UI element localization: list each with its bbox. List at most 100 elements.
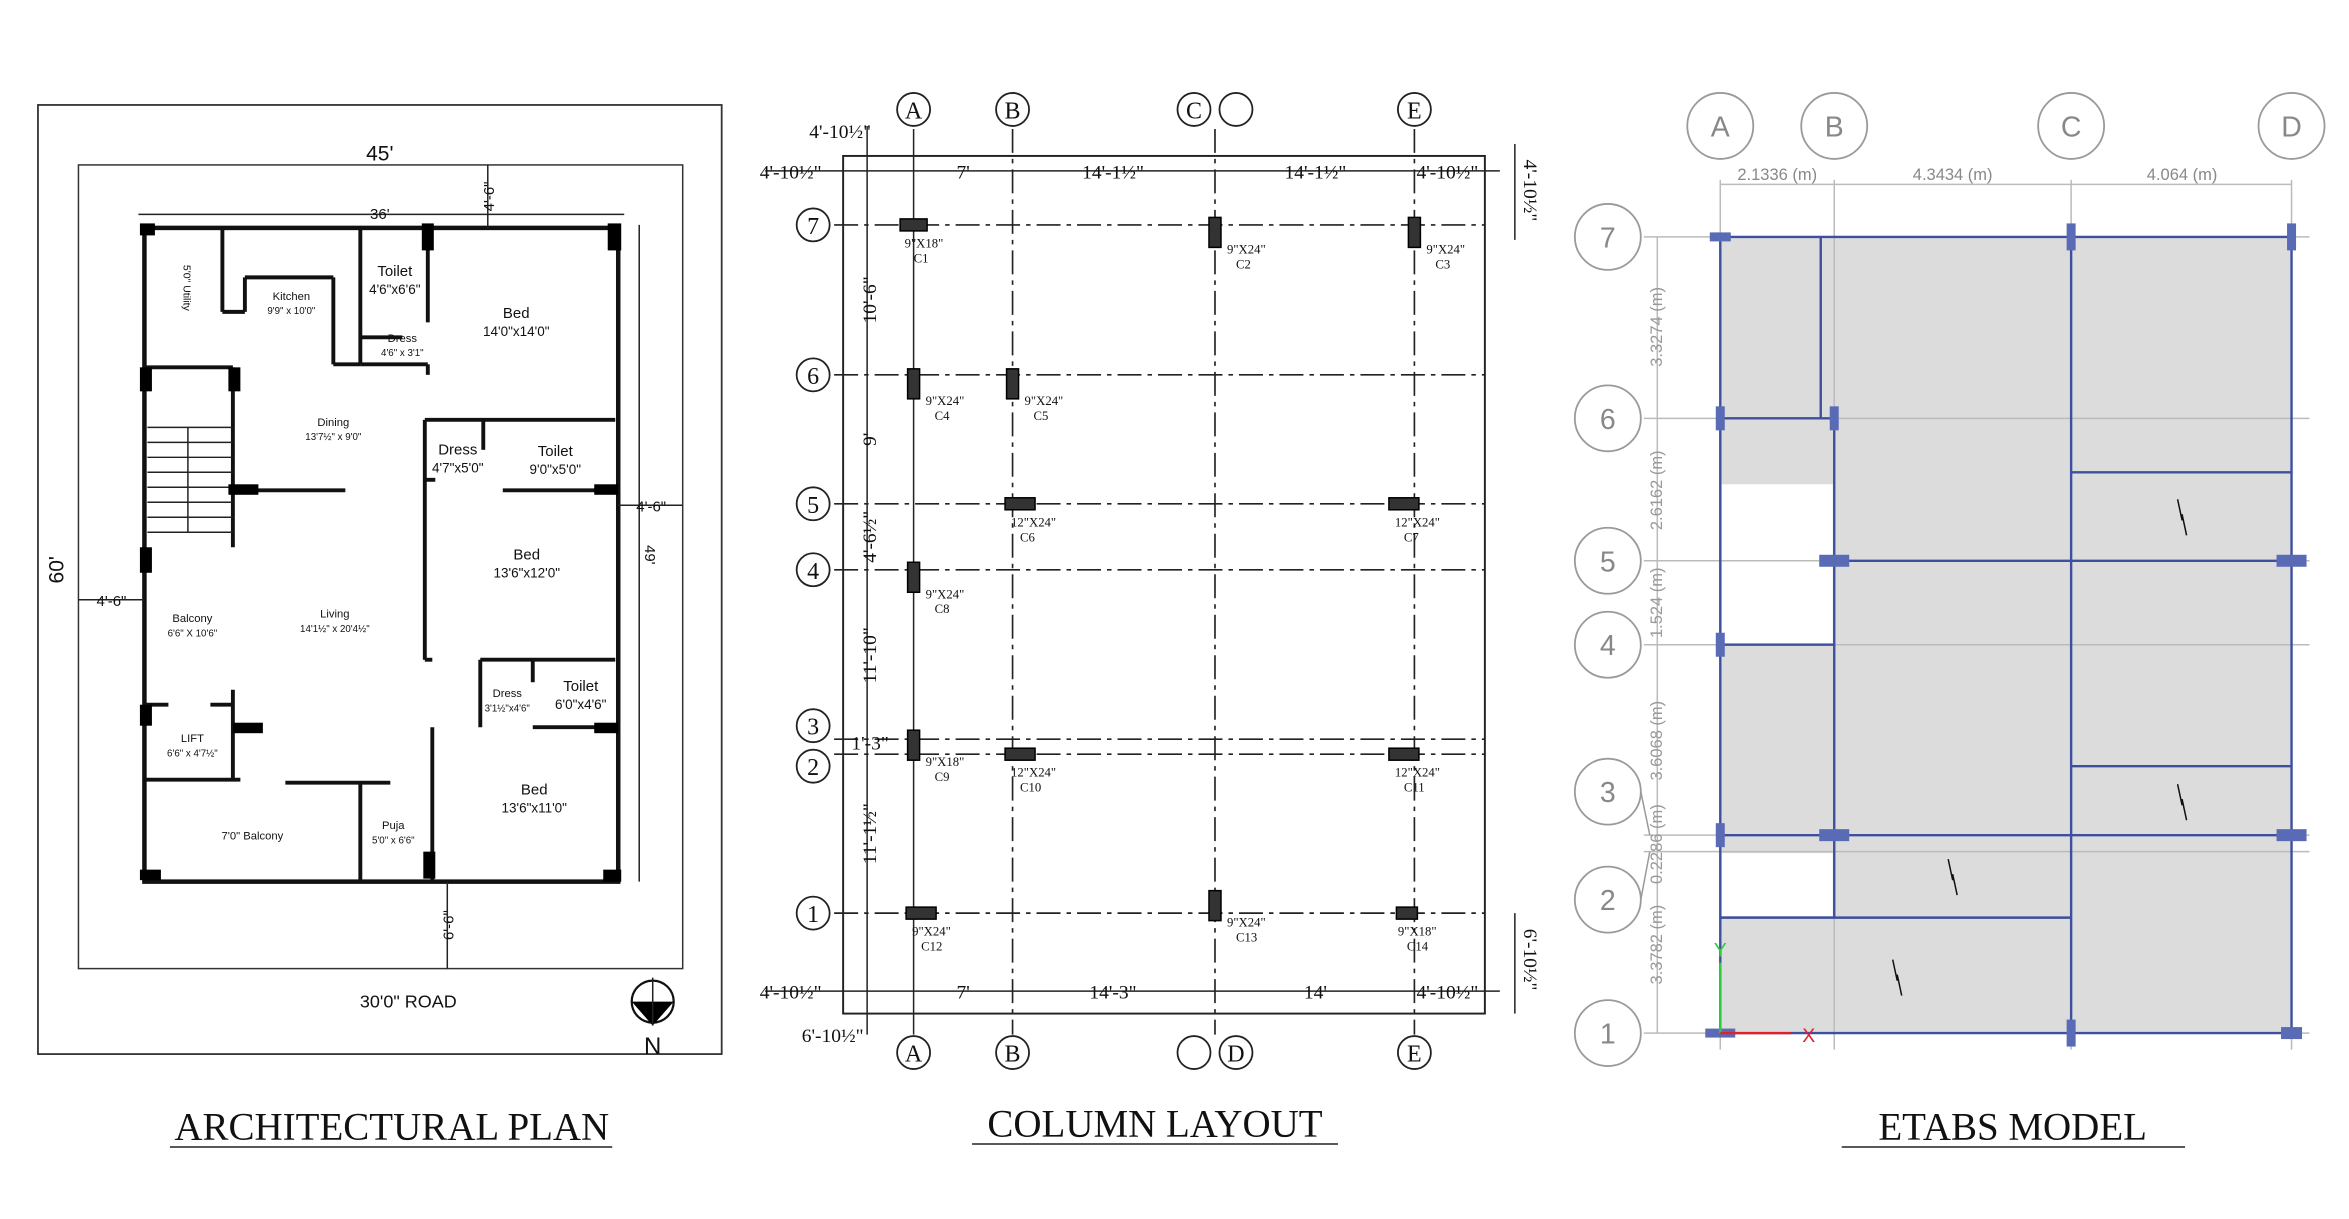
room-label: Bed <box>503 305 530 322</box>
grid-bubble <box>1573 203 1642 271</box>
column <box>2287 223 2297 251</box>
column-size-label: 9"X24" <box>1426 242 1465 256</box>
column-size-label: 9"X18" <box>926 755 965 769</box>
grid-label: 5 <box>1600 546 1616 578</box>
grid-label: 3 <box>1600 777 1616 809</box>
dim-label-left: 1'-3" <box>851 734 888 755</box>
column-c1 <box>899 218 928 232</box>
column-id-label: C13 <box>1236 931 1257 945</box>
room-label: Balcony <box>172 613 212 625</box>
wall-column <box>139 547 152 573</box>
column-c13 <box>1208 889 1222 922</box>
column-c8 <box>906 561 921 594</box>
column-c11 <box>1388 747 1420 761</box>
grid-bubble <box>795 708 831 744</box>
plan-title: ARCHITECTURAL PLAN <box>174 1106 609 1149</box>
wall-column <box>228 484 259 495</box>
column <box>1819 829 1850 842</box>
grid-label: B <box>1825 111 1844 143</box>
column <box>2281 1027 2303 1040</box>
building-depth-label: 49' <box>641 545 658 565</box>
column-size-label: 12"X24" <box>1395 766 1440 780</box>
grid-bubble <box>1218 1035 1254 1070</box>
column-id-label: C2 <box>1236 257 1251 271</box>
dim-label-left: 11'-1½" <box>860 803 881 864</box>
room-label: Toilet <box>377 263 413 280</box>
grid-label: 5 <box>807 493 819 519</box>
column <box>2276 829 2307 842</box>
dim-label-y: 0.2286 (m) <box>1648 804 1666 884</box>
dim-label-top: 14'-1½" <box>1285 162 1347 183</box>
column-size-label: 9"X24" <box>926 394 965 408</box>
wall-column <box>421 223 434 251</box>
column-id-label: C9 <box>935 770 950 784</box>
dim-label-bottom: 4'-10½" <box>760 983 822 1004</box>
room-size: 13'6"x11'0" <box>502 801 568 816</box>
column-id-label: C7 <box>1404 530 1419 544</box>
room-label: 5'0" Utility <box>180 265 191 312</box>
span-direction-icon <box>2176 784 2188 821</box>
column-size-label: 9"X18" <box>905 236 944 250</box>
dim-label-left: 4'-10½" <box>809 122 871 143</box>
dim-label-x: 4.3434 (m) <box>1913 166 1993 184</box>
opening <box>1721 484 1833 644</box>
column <box>2276 554 2307 567</box>
room-size: 6'6" X 10'6" <box>168 628 218 639</box>
grid-label: 7 <box>1600 222 1616 254</box>
outer-border <box>37 104 723 1055</box>
grid-bubble <box>795 552 831 588</box>
grid-label: 4 <box>1600 630 1616 662</box>
architectural-plan: 45'60'36'4'-6"49'4'-6"4'-6"6'-6"5'0" Uti… <box>37 104 723 1149</box>
column <box>1715 823 1725 848</box>
column-size-label: 9"X24" <box>926 587 965 601</box>
grid-label: 1 <box>1600 1019 1616 1051</box>
room-label: Puja <box>382 820 405 832</box>
column-size-label: 9"X18" <box>1398 925 1437 939</box>
rear-setback-label: 6'-6" <box>440 910 457 940</box>
room-label: Toilet <box>538 443 574 460</box>
column-id-label: C1 <box>914 251 929 265</box>
column-id-label: C3 <box>1435 257 1450 271</box>
dim-label-y: 1.524 (m) <box>1648 567 1666 638</box>
room-size: 4'6" x 3'1" <box>381 348 424 359</box>
column <box>2066 1019 2076 1047</box>
dim-label-x: 4.064 (m) <box>2147 166 2218 184</box>
room-size: 14'0"x14'0" <box>483 324 550 339</box>
building-width-label: 36' <box>370 206 390 223</box>
grid-bubble <box>795 486 831 522</box>
grid-bubble <box>795 357 831 393</box>
grid-label: 2 <box>1600 885 1616 917</box>
dim-label-y: 2.6162 (m) <box>1648 450 1666 530</box>
wall-column <box>139 869 161 881</box>
column <box>1715 406 1725 431</box>
room-label: Dress <box>493 688 523 700</box>
grid-bubble <box>896 1035 931 1070</box>
layout-title: COLUMN LAYOUT <box>987 1103 1322 1146</box>
room-label: Dress <box>388 333 418 345</box>
dim-label-left: 6'-10½" <box>802 1026 864 1047</box>
span-direction-icon <box>1947 858 1958 896</box>
grid-label: C <box>1186 98 1202 124</box>
grid-bubble <box>2257 92 2326 160</box>
grid-bubble <box>896 92 931 127</box>
column <box>1829 406 1839 431</box>
wall-column <box>603 869 622 882</box>
grid-label: A <box>905 1042 923 1068</box>
column-c10 <box>1004 747 1036 761</box>
wall-column <box>423 851 436 879</box>
column-id-label: C5 <box>1034 409 1049 423</box>
column-c14 <box>1395 906 1419 920</box>
grid-label: E <box>1407 1042 1422 1068</box>
column-id-label: C4 <box>935 409 950 423</box>
dim-label-top: 4'-10½" <box>1416 162 1478 183</box>
grid-label: B <box>1005 98 1021 124</box>
room-label: 7'0" Balcony <box>222 831 284 843</box>
column-id-label: C11 <box>1404 781 1425 795</box>
front-setback-label: 4'-6" <box>481 181 498 211</box>
grid-label: 6 <box>807 364 819 390</box>
wall-column <box>139 704 152 726</box>
wall-column <box>594 722 619 734</box>
room-size: 13'7½" x 9'0" <box>305 432 362 443</box>
wall-column <box>228 367 241 392</box>
